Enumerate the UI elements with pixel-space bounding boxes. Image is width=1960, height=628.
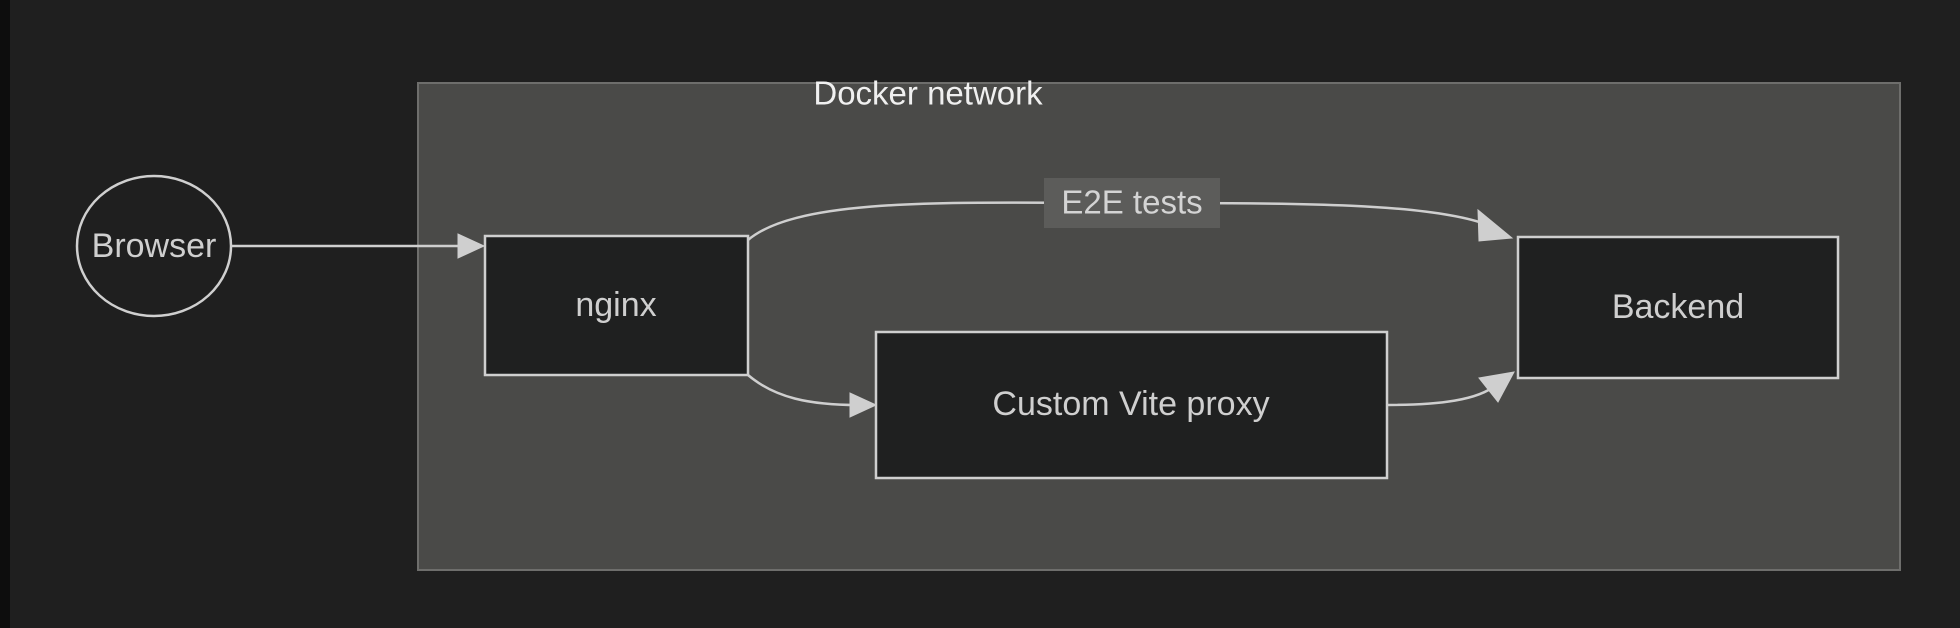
edge-nginx-to-vite-proxy-arrowhead (849, 392, 878, 418)
edge-nginx-to-vite-proxy[interactable] (747, 374, 878, 418)
node-vite-proxy-shape (874, 330, 1389, 480)
node-browser-shape (75, 174, 233, 318)
node-browser[interactable]: Browser (75, 174, 233, 318)
node-vite-proxy[interactable]: Custom Vite proxy (874, 330, 1389, 480)
edge-vite-proxy-to-backend[interactable] (1386, 371, 1515, 407)
node-backend-label: Backend (1612, 288, 1744, 326)
node-backend-shape (1516, 235, 1840, 380)
edge-nginx-to-vite-proxy-path (747, 374, 859, 407)
left-gutter-strip (0, 0, 10, 628)
edge-nginx-to-backend-arrowhead (1477, 208, 1514, 242)
docker-network-label: Docker network (813, 75, 1043, 112)
edge-label-e2e-tests-text: E2E tests (1061, 184, 1202, 221)
edge-browser-to-nginx[interactable] (232, 233, 486, 259)
node-backend[interactable]: Backend (1516, 235, 1840, 380)
node-browser-label: Browser (92, 227, 217, 265)
node-nginx[interactable]: nginx (483, 234, 750, 377)
node-vite-proxy-label: Custom Vite proxy (992, 385, 1269, 423)
node-nginx-label: nginx (575, 286, 656, 324)
edge-vite-proxy-to-backend-arrowhead (1478, 371, 1515, 403)
node-nginx-shape (483, 234, 750, 377)
edge-label-e2e-tests-background (1044, 178, 1220, 228)
edge-label-e2e-tests[interactable]: E2E tests (1044, 178, 1220, 228)
edge-browser-to-nginx-arrowhead (457, 233, 486, 259)
